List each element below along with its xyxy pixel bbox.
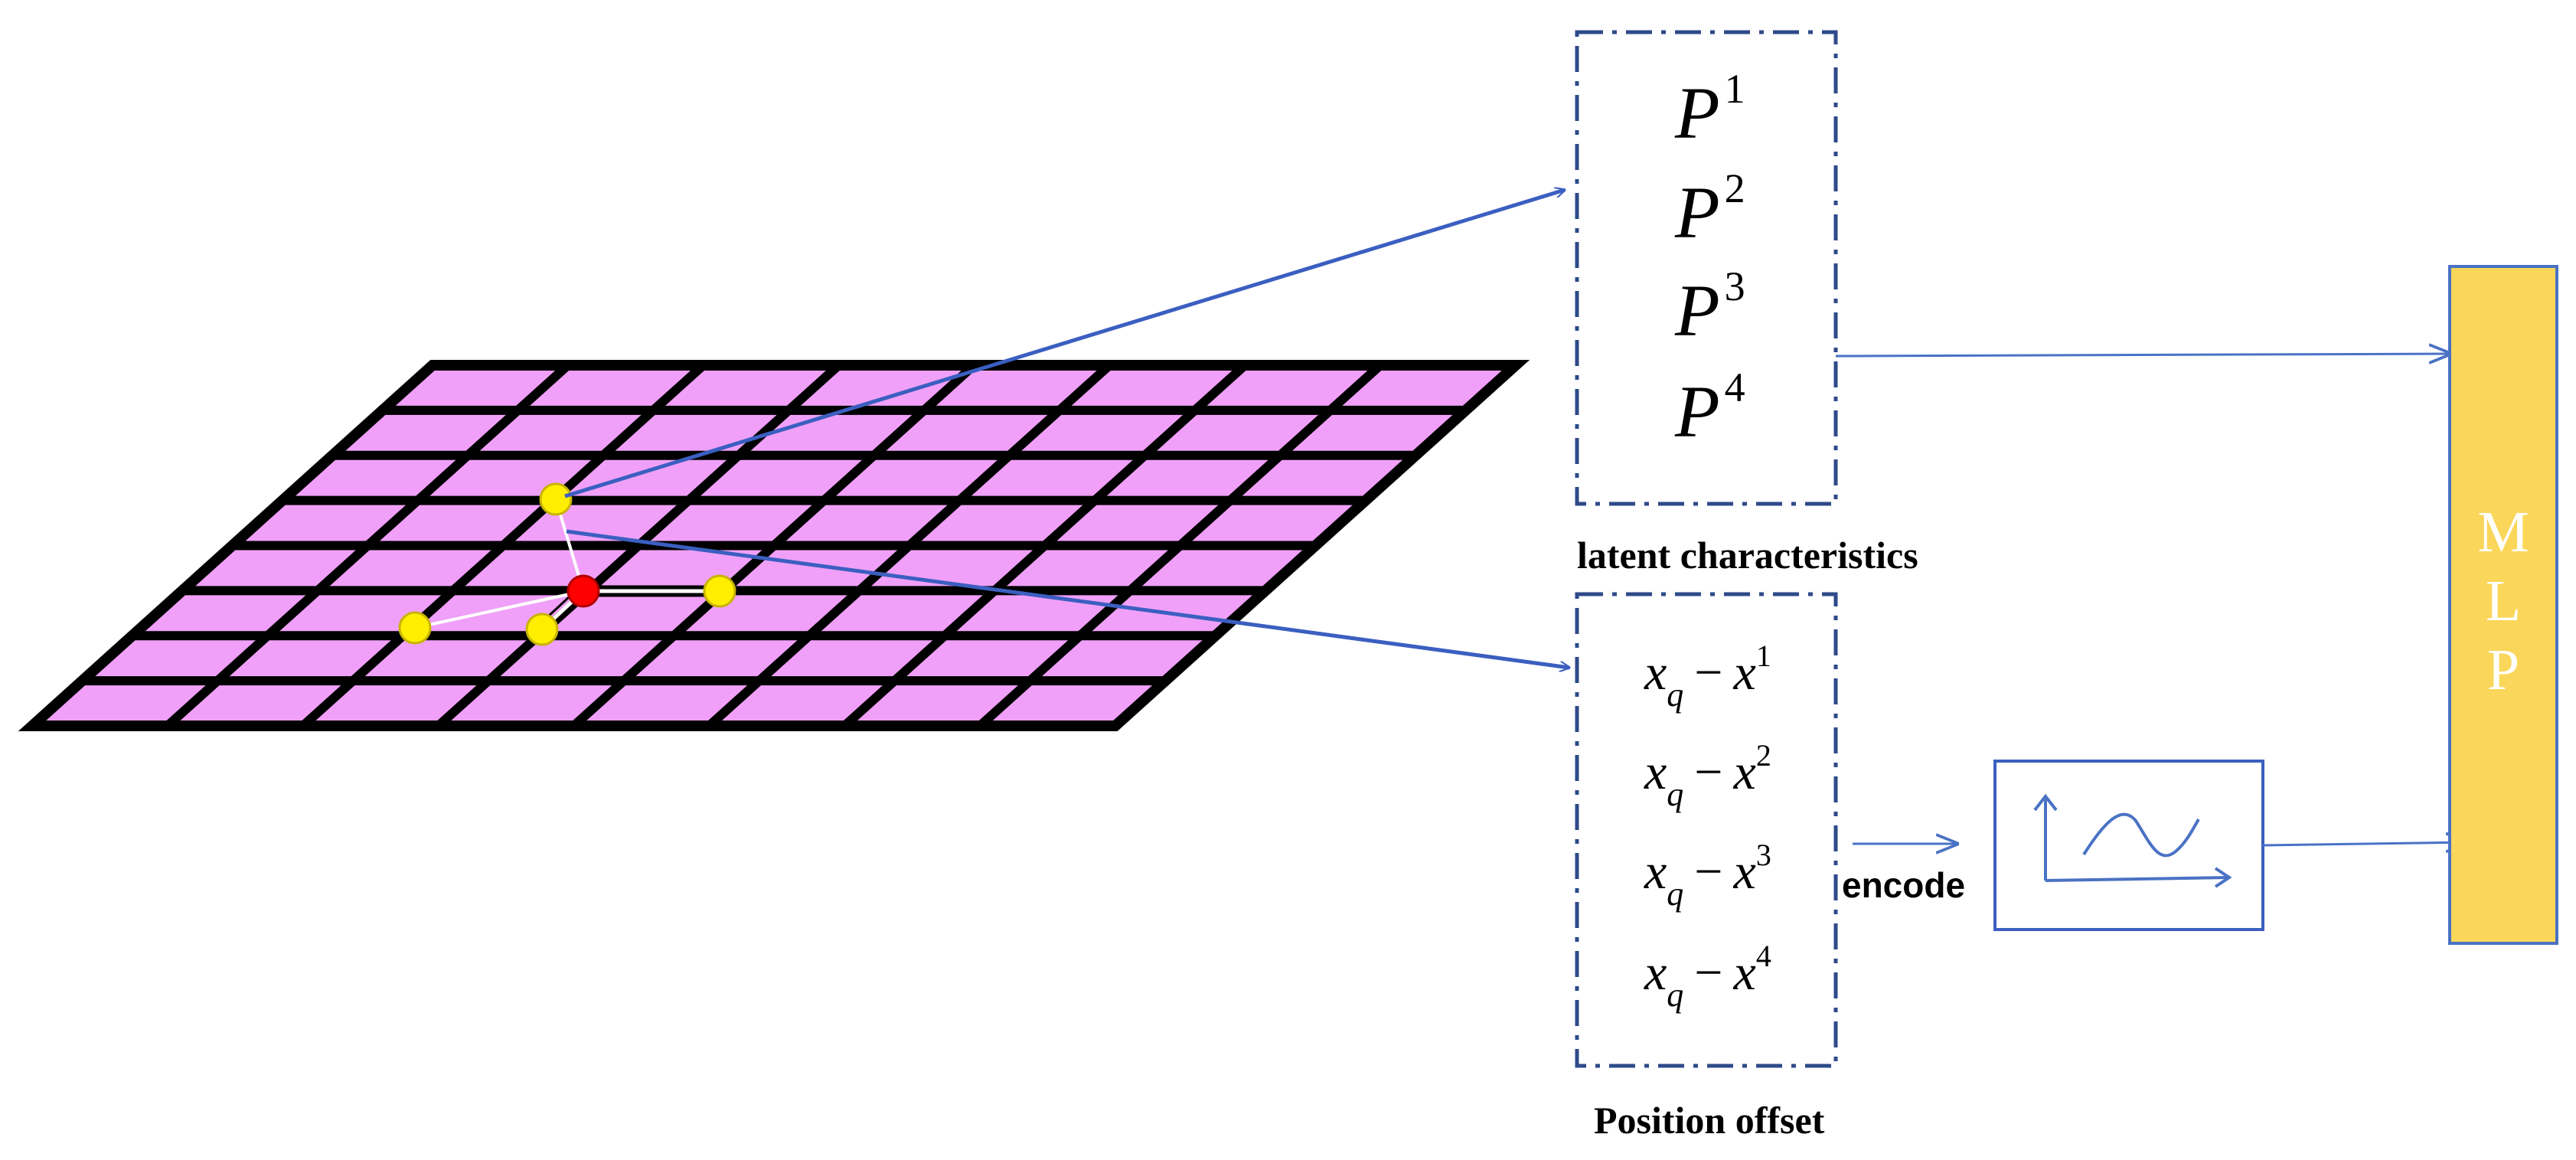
grid-col-line — [1027, 632, 1083, 685]
grid-col-line — [977, 677, 1033, 730]
offset-items: xq−x1 xq−x2 xq−x3 xq−x4 — [1644, 639, 1771, 1014]
offset-item: xq−x1 — [1644, 639, 1771, 714]
grid-col-line — [735, 407, 792, 459]
grid-col-line — [1327, 361, 1384, 414]
arrow-to-offset — [566, 529, 1569, 668]
encoder-box — [1993, 760, 2264, 931]
grid-col-line — [570, 677, 627, 730]
grid-col-line — [350, 632, 406, 685]
grid-col-line — [891, 632, 948, 685]
grid-col-line — [1006, 407, 1063, 459]
grid-col-line — [756, 632, 813, 685]
arrow-latent-to-mlp — [1835, 354, 2450, 356]
latent-box — [1575, 30, 1838, 506]
grid-col-line — [1191, 361, 1249, 414]
offset-caption: Position offset — [1594, 1099, 1825, 1142]
grid-col-line — [1127, 542, 1184, 594]
grid-col-line — [414, 452, 472, 505]
grid-col-line — [449, 542, 507, 594]
grid-col-line — [514, 361, 571, 414]
grid-col-line — [635, 497, 692, 549]
grid-col-line — [906, 497, 963, 549]
grid-col-line — [856, 542, 913, 594]
grid-col-line — [1141, 407, 1198, 459]
neighbor-point — [539, 482, 573, 516]
grid-col-line — [1177, 497, 1234, 549]
offset-item: xq−x3 — [1644, 838, 1771, 913]
grid-col-line — [299, 677, 357, 730]
grid-col-line — [1226, 452, 1284, 505]
offset-box — [1575, 592, 1838, 1068]
neighbor-point — [398, 611, 432, 645]
grid-col-line — [485, 632, 542, 685]
grid-col-line — [1041, 497, 1099, 549]
grid-col-line — [1277, 407, 1334, 459]
sample-points — [398, 482, 736, 646]
grid-col-line — [806, 587, 863, 639]
grid-col-line — [1076, 587, 1134, 639]
arrow-encoder-to-mlp — [2262, 842, 2467, 845]
arrow-to-latent — [564, 190, 1565, 498]
grid-col-line — [956, 452, 1013, 505]
offset-item: xq−x2 — [1644, 738, 1771, 813]
neighbor-point — [525, 613, 559, 646]
mlp-letter-l: L — [2486, 569, 2521, 633]
grid-col-line — [364, 497, 421, 549]
grid-col-line — [685, 452, 742, 505]
sine-wave-plot-icon — [2033, 793, 2232, 888]
grid-col-line — [870, 407, 928, 459]
grid-col-line — [465, 407, 521, 459]
grid-col-line — [650, 361, 707, 414]
grid-col-line — [841, 677, 898, 730]
grid-col-line — [821, 452, 877, 505]
grid-col-line — [991, 542, 1048, 594]
grid-col-line — [706, 677, 762, 730]
grid-col-line — [214, 632, 271, 685]
grid-col-line — [620, 632, 677, 685]
grid-col-line — [1092, 452, 1148, 505]
grid-col-line — [770, 497, 828, 549]
grid-col-line — [264, 587, 322, 639]
grid-col-line — [435, 677, 492, 730]
neighbor-point — [703, 574, 736, 608]
mlp-block — [2448, 265, 2558, 945]
mlp-letter-m: M — [2477, 500, 2529, 564]
grid-col-line — [1056, 361, 1113, 414]
feature-grid — [18, 360, 1530, 731]
grid-col-line — [941, 587, 998, 639]
grid-col-line — [785, 361, 842, 414]
grid-col-line — [164, 677, 221, 730]
encode-label: encode — [1842, 865, 1965, 905]
query-point — [566, 574, 600, 608]
mlp-letter-p: P — [2487, 638, 2519, 702]
grid-col-line — [314, 542, 371, 594]
latent-caption: latent characteristics — [1577, 534, 1918, 577]
offset-item: xq−x4 — [1644, 939, 1771, 1014]
grid-col-line — [599, 407, 657, 459]
